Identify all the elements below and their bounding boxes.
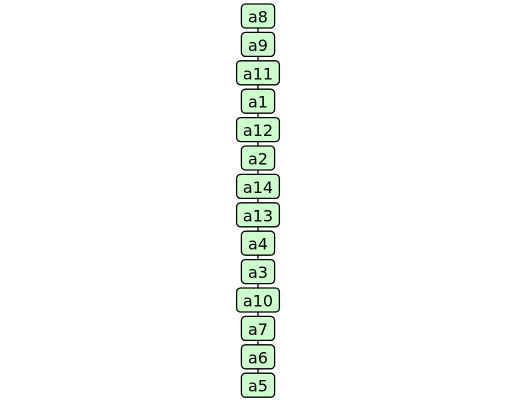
node-box-a13 <box>235 202 281 228</box>
node-label-a7: a7 <box>248 320 268 339</box>
node-box-a8 <box>240 3 276 29</box>
node-label-a10: a10 <box>243 292 273 311</box>
node-a11: a11 <box>235 60 281 86</box>
node-box-a11 <box>235 60 281 86</box>
node-a4: a4 <box>240 230 276 256</box>
node-a3: a3 <box>240 258 276 285</box>
node-a9: a9 <box>240 31 276 58</box>
node-a6: a6 <box>240 344 276 370</box>
node-a12: a12 <box>235 116 281 143</box>
node-label-a1: a1 <box>248 93 268 112</box>
nodes-layer: a8 a9 a11 a1 a12 a2 a14 a13 a4 a3 a10 a7 a6 a5 <box>235 3 281 398</box>
node-a13: a13 <box>235 202 281 228</box>
node-box-a4 <box>240 230 276 256</box>
node-label-a14: a14 <box>243 178 273 197</box>
node-box-a14 <box>235 173 281 200</box>
node-label-a6: a6 <box>248 348 268 367</box>
node-box-a5 <box>240 372 276 398</box>
node-a5: a5 <box>240 372 276 398</box>
node-a1: a1 <box>240 88 276 114</box>
node-box-a2 <box>240 145 276 171</box>
node-label-a8: a8 <box>248 8 268 27</box>
node-label-a5: a5 <box>248 377 268 396</box>
node-box-a7 <box>240 315 276 342</box>
node-label-a2: a2 <box>248 150 268 169</box>
node-box-a3 <box>240 258 276 285</box>
node-label-a9: a9 <box>248 36 268 55</box>
node-box-a6 <box>240 344 276 370</box>
node-label-a13: a13 <box>243 206 273 225</box>
node-a14: a14 <box>235 173 281 200</box>
node-label-a4: a4 <box>248 235 268 254</box>
node-box-a9 <box>240 31 276 58</box>
node-label-a11: a11 <box>243 64 273 83</box>
node-box-a1 <box>240 88 276 114</box>
node-a8: a8 <box>240 3 276 29</box>
node-label-a12: a12 <box>243 121 273 140</box>
node-a2: a2 <box>240 145 276 171</box>
node-label-a3: a3 <box>248 263 268 282</box>
node-a7: a7 <box>240 315 276 342</box>
node-box-a10 <box>235 287 281 313</box>
node-a10: a10 <box>235 287 281 313</box>
node-box-a12 <box>235 116 281 143</box>
